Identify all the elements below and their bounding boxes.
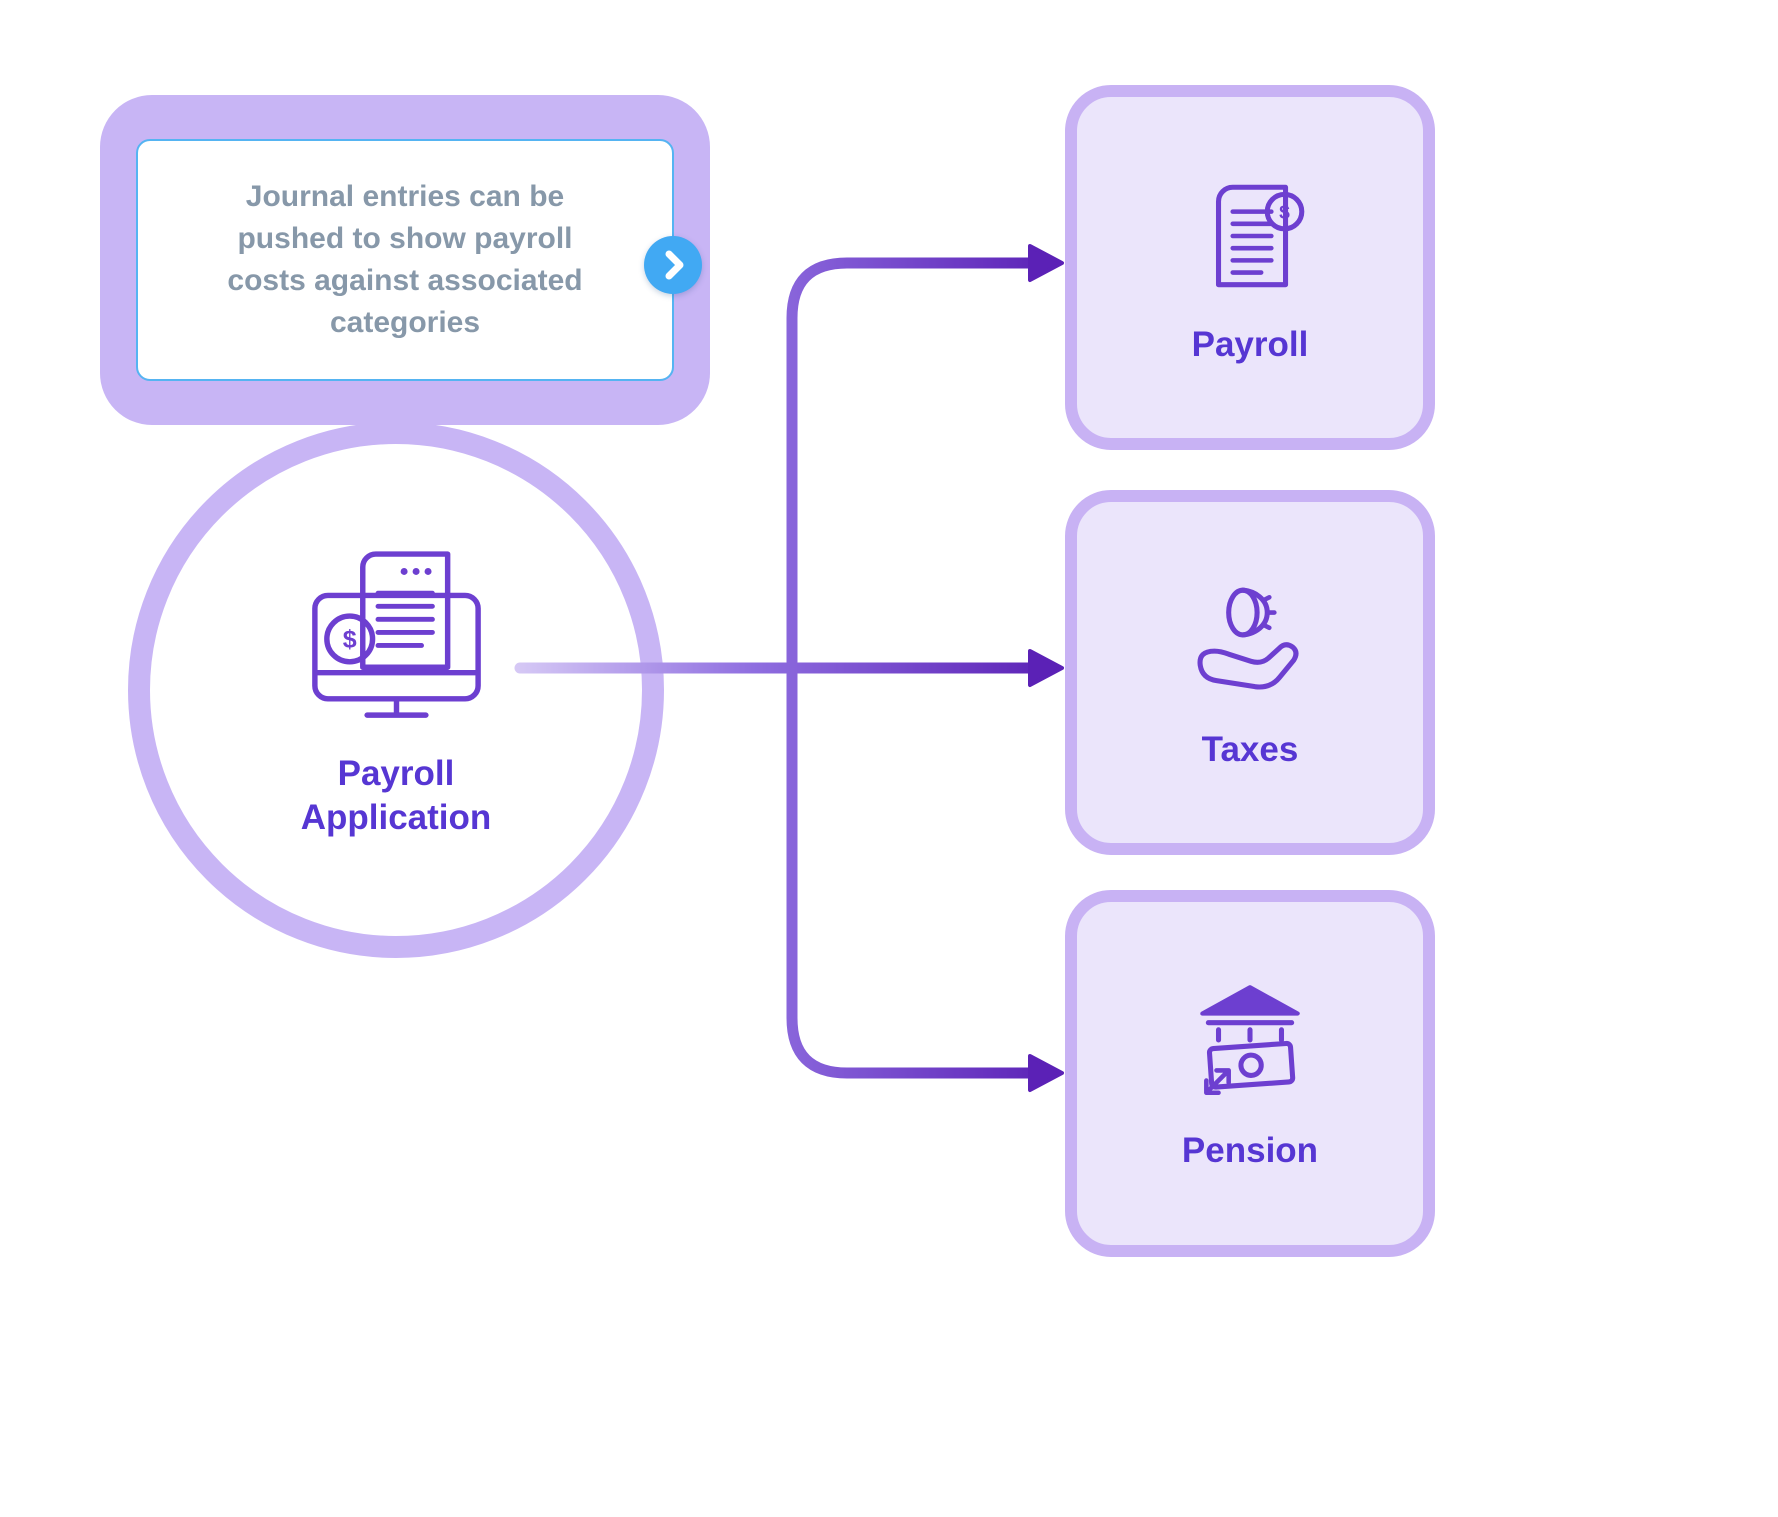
dollar-coin-icon: $ xyxy=(342,625,356,653)
payroll-application-icon: $ xyxy=(311,551,481,718)
payroll-application-label: Payroll Application xyxy=(300,753,492,837)
tooltip-text: Journal entries can be pushed to show pa… xyxy=(227,180,583,339)
tooltip-body: Journal entries can be pushed to show pa… xyxy=(136,139,674,381)
tooltip-callout: Journal entries can be pushed to show pa… xyxy=(100,95,710,425)
chevron-right-icon xyxy=(665,250,684,280)
target-card-taxes: Taxes xyxy=(1065,490,1435,855)
payroll-document-icon: $ xyxy=(1215,184,1305,287)
taxes-coin-hand-icon xyxy=(1197,587,1299,690)
taxes-label: Taxes xyxy=(1201,729,1299,769)
next-button[interactable] xyxy=(644,236,702,294)
pension-bank-icon xyxy=(1200,984,1300,1095)
pension-label: Pension xyxy=(1181,1130,1319,1170)
dollar-coin-icon: $ xyxy=(1279,202,1290,223)
target-card-payroll: $ Payroll xyxy=(1065,85,1435,450)
payroll-application-node: $ Payroll Application xyxy=(128,422,664,958)
payroll-label: Payroll xyxy=(1191,324,1309,364)
target-card-pension: Pension xyxy=(1065,890,1435,1257)
